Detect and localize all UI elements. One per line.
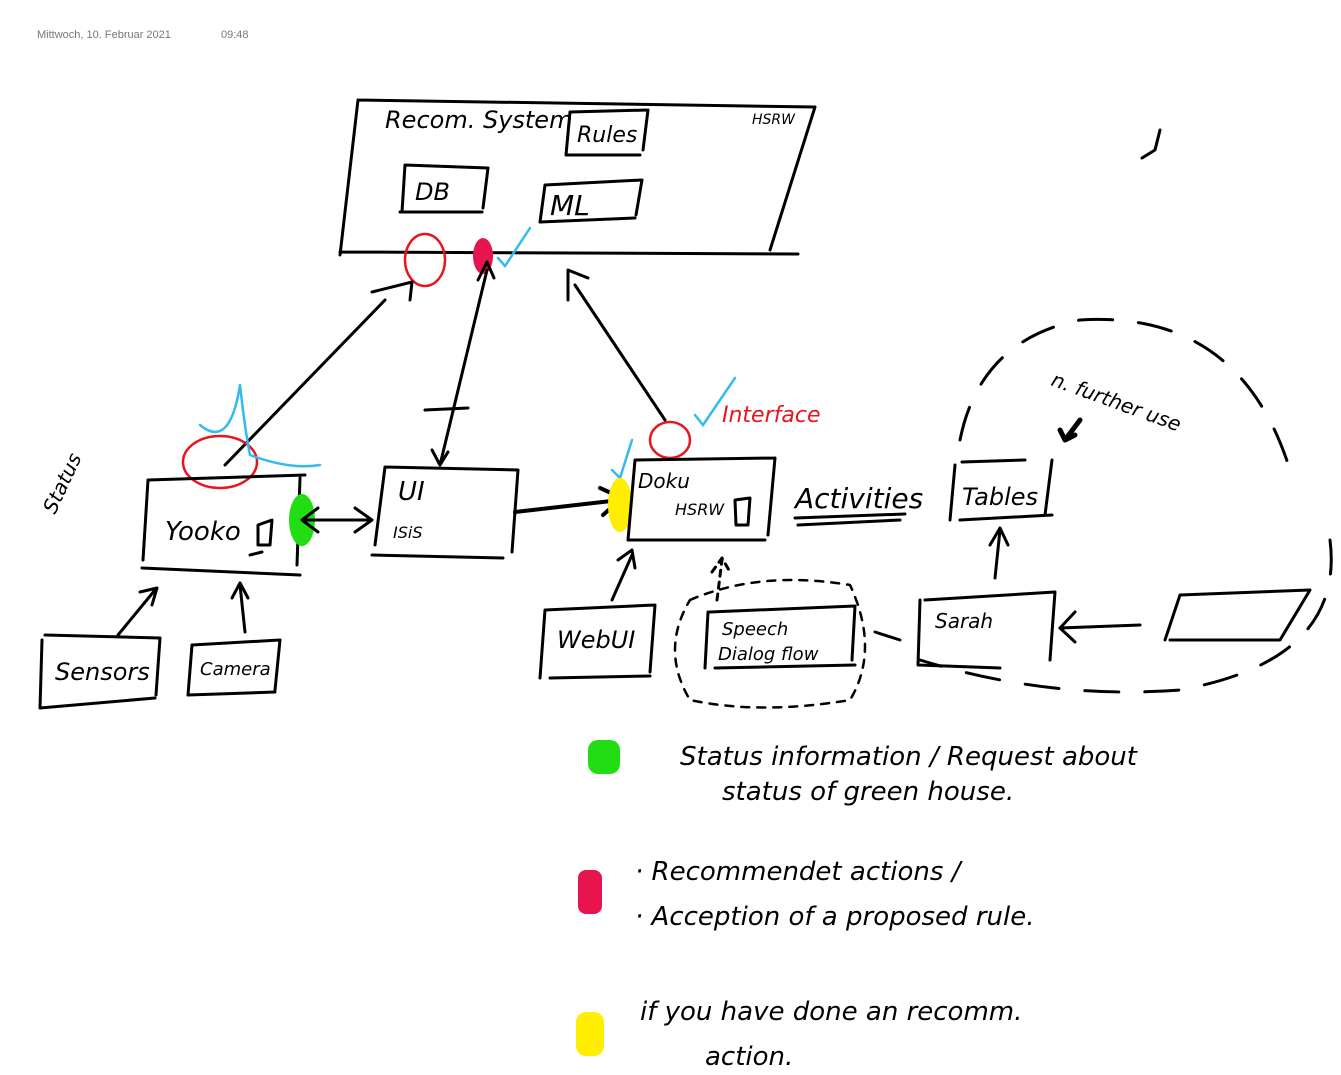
arrow-ui-doku (513, 486, 624, 517)
yellow-marker (608, 478, 632, 532)
sarah-box: Sarah (916, 590, 1057, 670)
ui-title: UI (398, 477, 425, 507)
note-date: Mittwoch, 10. Februar 2021 (37, 29, 171, 41)
device-icon (248, 518, 274, 557)
recom-system-box: Recom. System HSRW Rules DB ML (338, 98, 817, 257)
rules-label: Rules (577, 123, 637, 148)
speech-box: Speech Dialog flow (673, 578, 867, 709)
camera-label: Camera (200, 659, 271, 680)
legend: Status information / Request about statu… (576, 740, 1138, 1072)
stray-mark (1140, 128, 1162, 160)
sarah-label: Sarah (935, 609, 993, 633)
arrow-further-use (1057, 417, 1083, 443)
doku-subtitle: HSRW (675, 500, 725, 519)
legend-red-line1: · Recommendet actions / (635, 857, 964, 887)
interface-circle (403, 232, 447, 288)
further-use-cloud (918, 317, 1333, 694)
laptop-sketch (1058, 588, 1312, 642)
doku-title: Doku (638, 469, 690, 493)
interface-label: Interface (722, 403, 821, 428)
interface-circle (181, 434, 259, 490)
arrow-camera-yooko (230, 581, 250, 634)
arrow-ui-recom (423, 260, 496, 467)
tables-box: Tables (948, 458, 1054, 522)
camera-box: Camera (186, 638, 282, 697)
further-use-label: n. further use (1048, 367, 1184, 436)
status-label: Status (38, 449, 87, 517)
arrow-doku-to-recom (566, 268, 667, 422)
webui-label: WebUI (557, 626, 635, 654)
tables-label: Tables (962, 483, 1038, 511)
device-icon (733, 496, 752, 527)
legend-red-line2: · Acception of a proposed rule. (635, 902, 1034, 932)
connector-speech-sarah (873, 630, 902, 642)
legend-green-line1: Status information / Request about (680, 742, 1138, 772)
legend-yellow-line2: action. (705, 1042, 793, 1072)
legend-green-line2: status of green house. (722, 777, 1014, 807)
arrow-sarah-tables (988, 526, 1010, 580)
speech-label-line1: Speech (722, 619, 788, 640)
arrow-speech-doku (710, 556, 732, 602)
webui-box: WebUI (538, 603, 657, 680)
interface-circle (648, 420, 692, 460)
sensors-box: Sensors (38, 633, 162, 710)
arrow-to-sarah (1058, 610, 1077, 644)
check-icon (610, 376, 737, 481)
check-icon (496, 226, 532, 269)
activities-label: Activities (793, 482, 923, 515)
sensors-label: Sensors (55, 658, 150, 686)
arrow-webui-doku (610, 548, 637, 602)
speech-label: Dialog flow (718, 644, 819, 665)
note-time: 09:48 (221, 29, 249, 41)
legend-yellow-line1: if you have done an recomm. (640, 997, 1022, 1027)
recom-system-org: HSRW (752, 112, 796, 128)
ml-label: ML (550, 189, 590, 222)
ui-subtitle: ISiS (393, 523, 422, 542)
db-label: DB (415, 178, 450, 206)
arrow-yooko-to-recom (223, 280, 414, 467)
ui-box: UI ISiS (370, 465, 520, 560)
blue-scribble (198, 383, 322, 468)
activities-underline (793, 512, 907, 527)
recom-system-title: Recom. System (385, 106, 572, 134)
arrow-sensors-yooko (116, 586, 159, 637)
yooko-label: Yooko (165, 517, 241, 547)
doku-box: Interface Doku HSRW (608, 376, 821, 542)
arrow-yooko-ui (300, 506, 374, 534)
legend-swatch-red (578, 870, 602, 914)
legend-swatch-green (588, 740, 620, 774)
yooko-box: Yooko (140, 383, 322, 577)
legend-swatch-yellow (576, 1012, 604, 1056)
